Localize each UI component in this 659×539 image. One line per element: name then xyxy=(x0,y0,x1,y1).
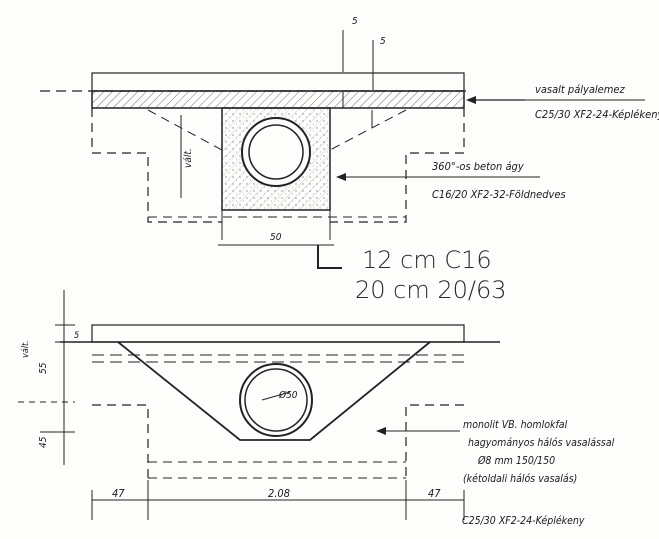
dim-right-47: 47 xyxy=(428,487,441,500)
pipe-outer xyxy=(241,117,311,187)
wall-label-1: monolit VB. homlokfal xyxy=(463,419,568,431)
handwritten-note-2: 20 cm 20/63 xyxy=(355,276,507,304)
wall-concrete-label: C25/30 XF2-24-Képlékeny xyxy=(462,515,585,527)
dim-center-208: 2.08 xyxy=(268,487,290,500)
handwritten-bracket xyxy=(317,245,342,269)
pipe-inner xyxy=(248,124,304,180)
elev-pipe-outer xyxy=(239,363,313,437)
elev-pipe-inner xyxy=(244,368,308,432)
deck-concrete-label: C25/30 XF2-24-Képlékeny xyxy=(535,108,659,121)
pipe-diameter-label: Ø50 xyxy=(278,389,298,401)
elev-45-dim: 45 xyxy=(38,436,49,448)
dim-left-47: 47 xyxy=(112,487,125,500)
wall-label-4: (kétoldali hálós vasalás) xyxy=(463,473,577,485)
left-foundation-dash xyxy=(91,108,222,223)
var-height-dim: vált. xyxy=(182,148,194,168)
top-dim-left: 5 xyxy=(352,16,358,27)
deck-outline xyxy=(91,72,465,92)
v-wall xyxy=(117,341,431,441)
wall-label-3: Ø8 mm 150/150 xyxy=(477,455,555,467)
elev-var-dim: vált. xyxy=(21,340,31,358)
deck-slab xyxy=(91,90,465,109)
elev-55-dim: 55 xyxy=(38,362,49,374)
top-dim-right: 5 xyxy=(380,36,386,47)
elevation-view xyxy=(18,290,500,520)
bed-material-label: 360°-os beton ágy xyxy=(432,160,524,173)
head-wall-outline xyxy=(91,324,465,343)
cross-section xyxy=(40,30,645,269)
pipe-width-dim: 50 xyxy=(270,232,282,243)
deck-material-label: vasalt pályalemez xyxy=(535,83,625,96)
wall-label-2: hagyományos hálós vasalással xyxy=(468,437,615,449)
elev-right-footing xyxy=(405,404,464,478)
handwritten-note-1: 12 cm C16 xyxy=(362,246,492,274)
elev-top-dim: 5 xyxy=(74,331,79,341)
right-foundation-dash xyxy=(330,108,465,223)
elev-left-footing xyxy=(92,404,149,478)
bed-concrete-label: C16/20 XF2-32-Földnedves xyxy=(432,188,566,201)
